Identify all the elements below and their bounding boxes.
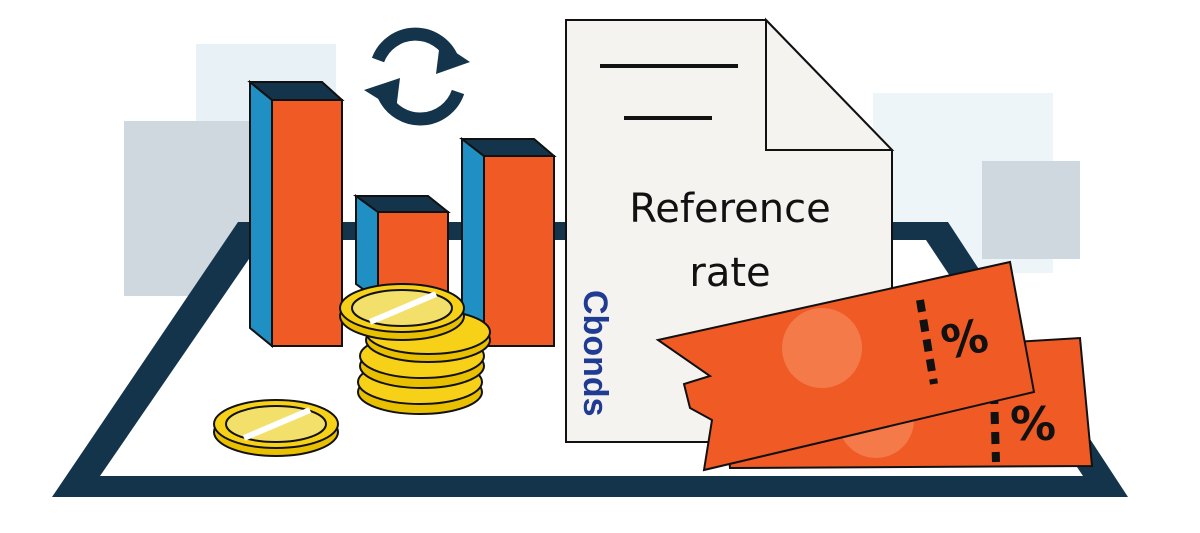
cbonds-logo: Cbonds: [576, 290, 614, 417]
bar-chart-icon: [247, 79, 557, 349]
document-title-line2: rate: [689, 250, 770, 296]
refresh-icon: [364, 27, 470, 126]
coins-icon: [213, 283, 491, 457]
background-squares: [124, 44, 1080, 296]
document-title-line1: Reference: [629, 186, 830, 232]
ticket-front-percent: %: [937, 308, 993, 370]
coupon-ticket-icon: % %: [655, 260, 1094, 472]
ticket-back-percent: %: [1010, 397, 1056, 451]
